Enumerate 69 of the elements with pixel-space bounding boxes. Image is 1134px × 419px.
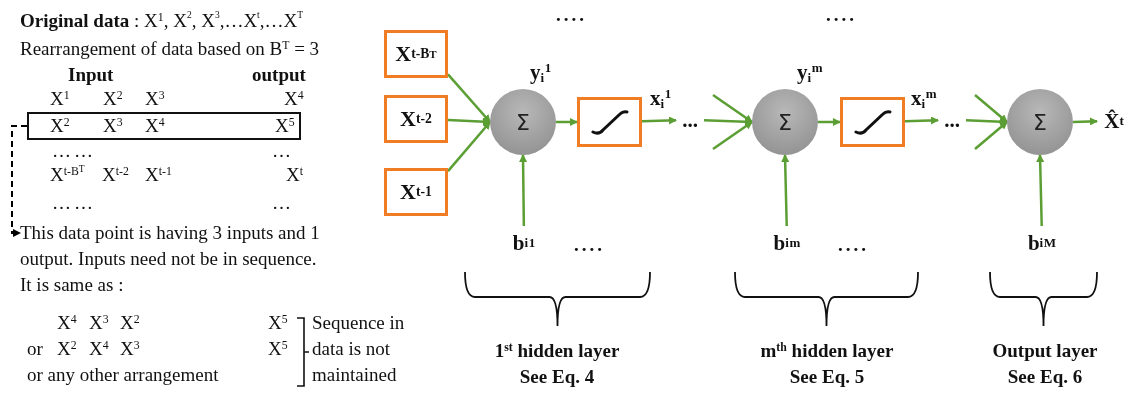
math-label: X̂$^{t}$ [1097,104,1131,138]
summation-node: Σ [752,89,818,155]
text-label: X$^{4}$ [57,311,77,335]
arrow [519,154,528,226]
ellipsis: ... [938,108,966,132]
input-box: X$^{t-1}$ [384,168,448,216]
arrow [818,118,841,126]
text-label: X$^{5}$ [268,311,288,335]
ellipsis: .... [574,233,605,257]
text-label: X$^{2}$ [57,337,77,361]
arrow [556,118,578,126]
arrow [974,94,1008,123]
arrow [974,121,1008,150]
arrow [641,116,677,125]
ellipsis: … [272,191,294,215]
note-text: This data point is having 3 inputs and 1 output. Inputs need not be in sequence. It is same as : [20,220,326,300]
text-label: m$^{th}$ hidden layer [760,339,894,363]
text-label: Output layer [992,339,1098,363]
cell-text: X$^{5}$ [275,115,295,137]
activation-box [577,97,642,147]
ellipsis: …… [52,191,96,215]
text-label: X$^{3}$ [145,87,165,111]
text-label: Original data : X$^{1}$, X$^{2}$, X$^{3}$,…X$^{t}$,…X$^{T}$ [20,9,304,33]
text-label: X$^{t-1}$ [145,163,172,187]
text-label: X$^{t-2}$ [102,163,129,187]
arrow [965,117,1008,126]
text-label: Rearrangement of data based on B$^{T}$ = 3 [20,37,320,61]
ellipsis: … [272,139,294,163]
text-label: Input [68,63,114,87]
text-label: See Eq. 5 [789,365,865,389]
text-label: X$^{1}$ [50,87,70,111]
text-label: X$^{2}$ [103,87,123,111]
text-label: X$^{2}$ [120,311,140,335]
arrow [904,116,939,125]
ellipsis: ... [676,108,704,132]
text-label: X$^{3}$ [120,337,140,361]
arrow [712,120,753,151]
text-label: X$^{4}$ [284,87,304,111]
text-label: 1$^{st}$ hidden layer [494,339,620,363]
text-label: or [27,337,43,361]
ellipsis: .... [556,3,587,27]
text-label: X$^{4}$ [89,337,109,361]
summation-node: Σ [1007,89,1073,155]
text-label: See Eq. 4 [519,365,595,389]
highlight-box [27,112,301,140]
activation-box [840,97,905,147]
cell-text: X$^{2}$ [50,115,70,137]
summation-node: Σ [490,89,556,155]
arrow [1036,154,1045,227]
arrow [447,117,491,126]
text-label: X$^{3}$ [89,311,109,335]
ellipsis: …… [52,139,96,163]
text-label: X$^{5}$ [268,337,288,361]
input-box: X$^{t-2}$ [384,95,448,143]
arrow [781,154,790,227]
arrow [447,73,491,123]
arrow [447,121,491,172]
text-label: Sequence in data is not maintained [312,311,406,387]
text-label: output [252,63,306,87]
text-label: or any other arrangement [27,363,219,387]
arrow [712,93,753,124]
text-label: X$^{t}$ [286,163,303,187]
ellipsis: .... [838,233,869,257]
cell-text: X$^{4}$ [145,115,165,137]
ellipsis: .... [826,3,857,27]
dashed-arrow [11,125,28,237]
text-label: See Eq. 6 [1007,365,1083,389]
cell-text: X$^{3}$ [103,115,123,137]
arrow [1072,117,1098,126]
